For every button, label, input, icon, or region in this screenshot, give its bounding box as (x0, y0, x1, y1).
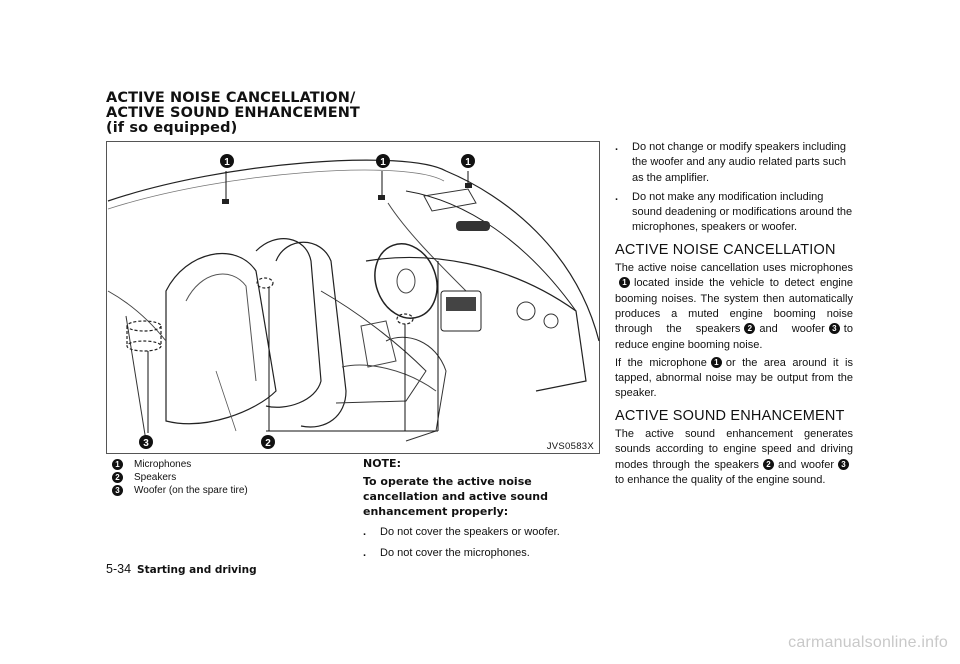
legend-item-microphones: 1 Microphones (112, 458, 248, 471)
ase-paragraph: The active sound enhancement generates s… (615, 428, 853, 486)
callout-3: 3 (139, 435, 153, 449)
figure-legend: 1 Microphones 2 Speakers 3 Woofer (on th… (112, 458, 248, 497)
svg-text:2: 2 (265, 438, 271, 449)
right-column: . Do not change or modify speakers inclu… (615, 140, 853, 488)
legend-label: Speakers (134, 472, 177, 483)
anc-paragraph-1: The active noise cancellation uses micro… (615, 262, 853, 351)
legend-label: Woofer (on the spare tire) (134, 485, 248, 496)
callout-badge: 3 (838, 458, 849, 470)
callout-badge: 2 (112, 472, 123, 483)
callout-badge: 1 (710, 356, 722, 368)
page-footer: 5-34 Starting and driving (106, 562, 257, 576)
callout-badge: 2 (744, 323, 756, 335)
figure-code: JVS0583X (546, 441, 594, 452)
ase-heading: ACTIVE SOUND ENHANCEMENT (615, 407, 845, 424)
note-text: To operate the active noise cancellation… (363, 475, 548, 518)
caution-bullet: . Do not make any modification including… (615, 190, 853, 234)
callout-badge: 1 (619, 277, 630, 289)
svg-text:1: 1 (380, 157, 386, 168)
note-block: NOTE: To operate the active noise cancel… (363, 456, 600, 561)
note-bullet: . Do not cover the microphones. (363, 547, 530, 559)
legend-item-woofer: 3 Woofer (on the spare tire) (112, 484, 248, 497)
svg-text:1: 1 (224, 157, 230, 168)
callout-badge: 2 (763, 458, 775, 470)
page-number: 5-34 (106, 562, 132, 576)
callout-1c: 1 (461, 154, 475, 168)
watermark: carmanualsonline.info (788, 634, 948, 651)
car-interior-illustration: 1 1 1 2 3 (106, 141, 600, 454)
legend-label: Microphones (134, 459, 192, 470)
callout-badge: 1 (112, 459, 123, 470)
legend-item-speakers: 2 Speakers (112, 471, 248, 484)
callout-badge: 3 (828, 323, 840, 335)
svg-text:3: 3 (143, 438, 149, 449)
svg-text:1: 1 (465, 157, 471, 168)
caution-bullet: . Do not change or modify speakers inclu… (615, 141, 847, 184)
note-bullet: . Do not cover the speakers or woofer. (363, 526, 560, 538)
callout-badge: 3 (112, 485, 123, 496)
callout-1b: 1 (376, 154, 390, 168)
footer-section-name: Starting and driving (137, 564, 257, 576)
section-heading: ACTIVE NOISE CANCELLATION/ ACTIVE SOUND … (106, 90, 360, 136)
anc-heading: ACTIVE NOISE CANCELLATION (615, 241, 836, 258)
callout-2: 2 (261, 435, 275, 449)
callout-1a: 1 (220, 154, 234, 168)
car-interior-figure: 1 1 1 2 3 JVS0583X (106, 141, 600, 454)
note-title: NOTE: (363, 457, 401, 470)
